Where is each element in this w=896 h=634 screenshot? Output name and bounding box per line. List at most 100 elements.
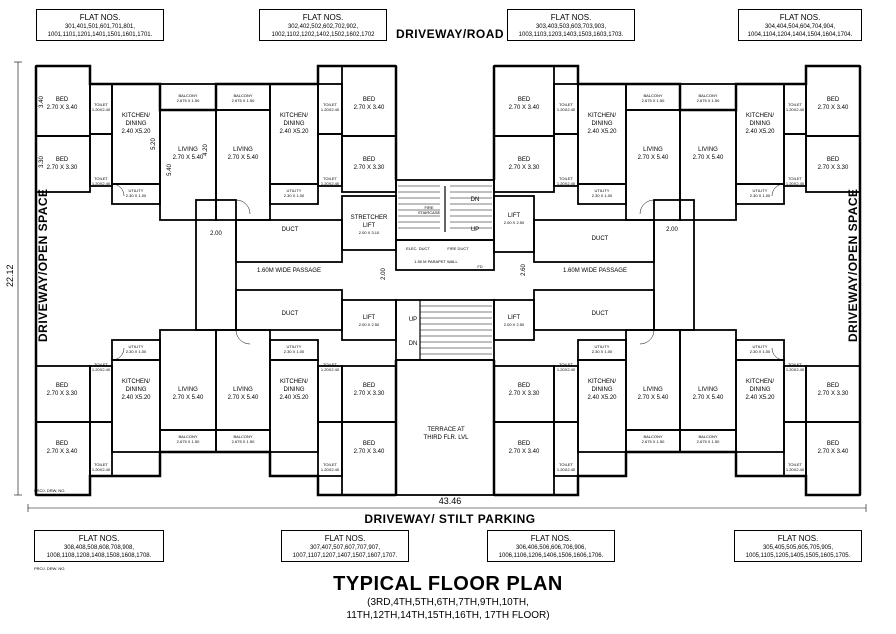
room-name: UTILITY: [594, 344, 610, 349]
dim-label: 2.60: [521, 264, 527, 276]
flat-numbers-heading: FLAT NOS.: [324, 534, 366, 543]
flat-numbers-line: 1008,1108,1208,1408,1508,1608,1708.: [46, 553, 152, 559]
stair-up-label: UP: [470, 227, 480, 233]
open-space-label-left: DRIVEWAY/OPEN SPACE: [36, 188, 50, 342]
duct-label: DUCT: [281, 311, 299, 317]
room-size: 2.70 X 3.40: [817, 449, 849, 455]
room-name-2: DINING: [749, 387, 771, 393]
flat-numbers-line: 307,407,507,607,707,907,: [309, 545, 381, 551]
room-size: 2.70 X 3.40: [353, 449, 385, 455]
dim-label: 2.00: [666, 227, 678, 233]
room-name: BED: [362, 383, 376, 389]
room-size: 1.20X2.40: [556, 367, 576, 372]
room-name: LIVING: [698, 387, 718, 393]
flat-numbers-line: 1003,1103,1203,1403,1503,1603,1703.: [518, 32, 624, 38]
room-name-2: DINING: [591, 121, 613, 127]
room-size: 2.675 X 1.50: [176, 98, 200, 103]
room-size: 1.20X2.40: [320, 467, 340, 472]
flat-numbers-line: 1004,1104,1204,1404,1504,1604,1704.: [747, 32, 853, 38]
drawing-stamp: PROJ. DRW. NO.: [34, 566, 66, 571]
dim-label: 2.00: [381, 268, 387, 280]
room-name: BALCONY: [233, 434, 253, 439]
room-name: BED: [517, 441, 531, 447]
room-name: TOILET: [94, 462, 108, 467]
flat-numbers-line: 1002,1102,1202,1402,1502,1602,1702: [271, 32, 375, 38]
room-size: 2.40 X5.20: [587, 395, 617, 401]
room-name: TOILET: [788, 362, 802, 367]
room-size: 2.00 X 3.10: [358, 230, 380, 235]
room-name: UTILITY: [128, 344, 144, 349]
room-name: TOILET: [788, 462, 802, 467]
fd-label: FD: [477, 264, 483, 269]
room-size: 2.70 X 5.40: [692, 395, 724, 401]
room-name: KITCHEN/: [587, 113, 616, 119]
room-name: UTILITY: [128, 188, 144, 193]
room-size: 1.20X2.40: [91, 107, 111, 112]
room-living: LIVING 2.70 X 5.40: [682, 386, 734, 402]
room-name: TOILET: [788, 176, 802, 181]
flat-numbers-box-bottom-right: FLAT NOS. 305,405,505,605,705,905, 1005,…: [734, 530, 862, 562]
flat-numbers-line: 305,405,505,605,705,905,: [762, 545, 834, 551]
flat-numbers-heading: FLAT NOS.: [302, 13, 344, 22]
room-name: KITCHEN/: [121, 113, 150, 119]
room-size: 2.70 X 5.40: [227, 395, 259, 401]
flat-numbers-line: 1005,1105,1205,1405,1505,1605,1705.: [745, 553, 851, 559]
room-name: UTILITY: [752, 188, 768, 193]
flat-numbers-box-top-mid-left: FLAT NOS. 302,402,502,602,702,902, 1002,…: [259, 9, 387, 41]
room-name-2: DINING: [749, 121, 771, 127]
room-size: 2.30 X 1.00: [749, 193, 771, 198]
room-size: 2.70 X 3.30: [508, 165, 540, 171]
room-size: 2.30 X 1.00: [749, 349, 771, 354]
flat-numbers-box-bottom-mid-right: FLAT NOS. 306,406,506,606,706,906, 1006,…: [487, 530, 615, 562]
room-name: BALCONY: [643, 93, 663, 98]
duct-label: DUCT: [281, 227, 299, 233]
duct-label: DUCT: [591, 311, 609, 317]
room-size: 2.70 X 3.40: [817, 105, 849, 111]
room-name-2: LIFT: [362, 223, 376, 229]
room-size: 2.30 X 1.00: [125, 349, 147, 354]
flat-numbers-line: 302,402,502,602,702,902,: [287, 24, 359, 30]
room-name: TOILET: [323, 102, 337, 107]
room-size: 1.20X2.40: [556, 181, 576, 186]
room-size: 1.20X2.40: [320, 107, 340, 112]
room-name: TOILET: [788, 102, 802, 107]
elec-duct-label: ELEC. DUCT: [406, 246, 430, 251]
room-name: BED: [362, 441, 376, 447]
room-size: 2.40 X5.20: [745, 129, 775, 135]
room-name: FIRE: [424, 205, 434, 210]
room-bed: BED 2.70 X 3.40: [344, 440, 394, 456]
room-name: BALCONY: [643, 434, 663, 439]
room-name: BED: [826, 157, 840, 163]
passage-label: 1.60M WIDE PASSAGE: [257, 268, 321, 274]
flat-numbers-heading: FLAT NOS.: [777, 534, 819, 543]
room-name: BED: [517, 97, 531, 103]
room-size: 2.675 X 1.50: [696, 439, 720, 444]
dimension-width: 43.46: [438, 496, 462, 506]
flat-numbers-line: 304,404,504,604,704,904,: [764, 24, 836, 30]
flat-numbers-box-top-mid-right: FLAT NOS. 303,403,503,603,703,903, 1003,…: [507, 9, 635, 41]
room-size: 2.70 X 5.40: [172, 155, 204, 161]
room-name: KITCHEN/: [121, 379, 150, 385]
room-name: LIVING: [233, 147, 253, 153]
